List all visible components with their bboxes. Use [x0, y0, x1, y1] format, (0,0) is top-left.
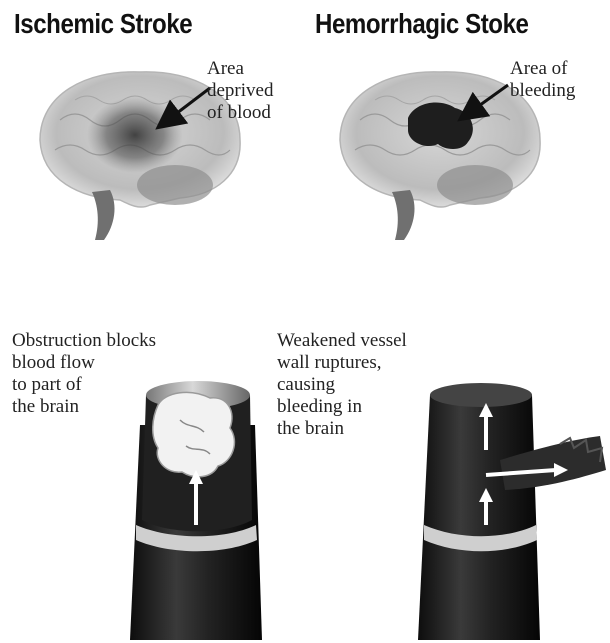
ischemic-brain-label: Area deprived of blood: [207, 58, 273, 124]
clot-obstruction: [153, 392, 235, 476]
ischemic-vessel-label: Obstruction blocks blood flow to part of…: [12, 330, 156, 418]
hemorrhagic-brain-label-line: bleeding: [510, 80, 575, 102]
hemorrhagic-brain-label-line: Area of: [510, 58, 575, 80]
ischemic-vessel-label-line: Obstruction blocks: [12, 330, 156, 352]
ischemic-brain-label-line: of blood: [207, 102, 273, 124]
hemorrhagic-vessel-illustration: [418, 383, 606, 640]
ischemic-vessel-label-line: to part of: [12, 374, 156, 396]
ischemic-vessel-label-line: the brain: [12, 396, 156, 418]
hemorrhagic-vessel-label-line: wall ruptures,: [277, 352, 407, 374]
hemorrhagic-vessel-label-line: the brain: [277, 418, 407, 440]
hemorrhagic-vessel-label-line: causing: [277, 374, 407, 396]
hemorrhagic-vessel-label: Weakened vessel wall ruptures, causing b…: [277, 330, 407, 440]
hemorrhagic-brain-label: Area of bleeding: [510, 58, 575, 102]
ischemic-brain-label-line: Area: [207, 58, 273, 80]
ischemic-brain-label-line: deprived: [207, 80, 273, 102]
ischemic-vessel-illustration: [130, 381, 262, 640]
ischemic-vessel-label-line: blood flow: [12, 352, 156, 374]
hemorrhagic-vessel-label-line: Weakened vessel: [277, 330, 407, 352]
hemorrhagic-vessel-label-line: bleeding in: [277, 396, 407, 418]
